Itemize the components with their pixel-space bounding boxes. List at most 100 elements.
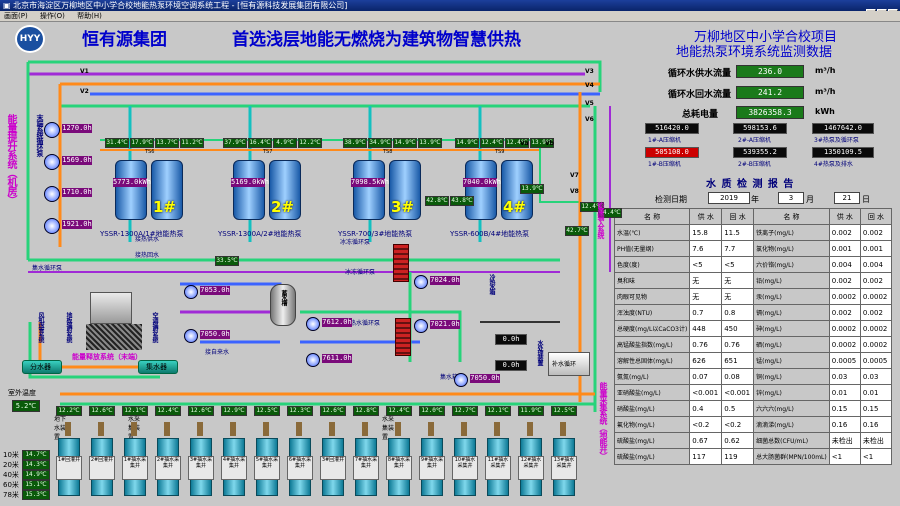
table-cell: 0.002: [828, 272, 861, 289]
well-valve-icon[interactable]: [98, 422, 104, 436]
well-label: 8#抽水采集井: [386, 456, 412, 480]
unit-4-runtime: 7040.0kWh: [463, 178, 501, 187]
well-label: 1#回灌井: [56, 456, 82, 480]
power-value: 3826358.3: [736, 106, 804, 119]
table-cell: 硫酸盐(mg/L): [613, 448, 691, 465]
temp-readout: 14.4℃: [598, 208, 622, 218]
table-cell: <1: [828, 448, 861, 465]
well-temp: 12.2℃: [56, 406, 82, 416]
separator-tank: [22, 360, 62, 374]
ambient-label: 室外温度: [8, 389, 36, 397]
valve-v3-icon[interactable]: V3: [585, 68, 594, 75]
report-year-unit: 年: [751, 195, 759, 204]
menu-item-operate[interactable]: 操作(O): [39, 12, 65, 20]
valve-v2-icon[interactable]: V2: [80, 88, 89, 95]
temp-readout: 33.5℃: [215, 256, 239, 266]
report-title: 水 质 检 测 报 告: [706, 179, 795, 190]
unit-2-valve-tag: TS7: [263, 149, 273, 155]
circulation-pump-icon[interactable]: [44, 218, 60, 234]
well-label: 1#抽水采集井: [122, 456, 148, 480]
pipe-floor-green: [28, 322, 160, 379]
circulation-pump-icon[interactable]: [414, 275, 428, 289]
circulation-pump-icon[interactable]: [44, 154, 60, 170]
ambient-temp: 5.2℃: [12, 400, 40, 412]
meter-1b-label: 1#-B压缩机: [648, 161, 681, 168]
valve-v8-icon[interactable]: V8: [570, 188, 579, 195]
pump-runtime: 1569.0h: [62, 156, 92, 165]
col-header: 回 水: [721, 208, 755, 225]
well-valve-icon[interactable]: [461, 422, 467, 436]
well-label: 12#抽水采集井: [518, 456, 544, 480]
col-header: 回 水: [859, 208, 893, 225]
table-cell: 氨氮(mg/L): [613, 368, 691, 385]
table-cell: 高锰酸盐指数(mg/L): [613, 336, 691, 353]
collect-tank-label: 集水箱: [440, 374, 459, 381]
well-valve-icon[interactable]: [164, 422, 170, 436]
valve-va-icon[interactable]: Va: [520, 140, 529, 147]
menu-item-help[interactable]: 帮助(H): [77, 12, 102, 20]
valve-v4-icon[interactable]: V4: [585, 82, 594, 89]
well-valve-icon[interactable]: [527, 422, 533, 436]
circulation-pump-icon[interactable]: [306, 353, 320, 367]
pump-runtime: 1921.0h: [62, 220, 92, 229]
table-cell: 汞(mg/L): [753, 288, 830, 305]
table-cell: <0.001: [721, 384, 755, 401]
well-valve-icon[interactable]: [395, 422, 401, 436]
table-cell: 0.0002: [828, 288, 861, 305]
well-label: 5#抽水采集井: [254, 456, 280, 480]
circulation-pump-icon[interactable]: [306, 317, 320, 331]
well-valve-icon[interactable]: [362, 422, 368, 436]
well-temp: 12.0℃: [419, 406, 445, 416]
meter-3-value: 1467642.0: [812, 123, 874, 134]
valve-vb-icon[interactable]: Vb: [545, 140, 554, 147]
circulation-pump-icon[interactable]: [184, 329, 198, 343]
circulation-pump-icon[interactable]: [44, 122, 60, 138]
well-valve-icon[interactable]: [197, 422, 203, 436]
table-cell: 铁离子(mg/L): [753, 224, 830, 241]
table-cell: 626: [689, 352, 723, 369]
well-valve-icon[interactable]: [494, 422, 500, 436]
table-cell: 7.6: [689, 240, 723, 257]
unit-4-name: YSSR-600B/4#地能热泵: [450, 230, 530, 238]
table-cell: 0.0002: [859, 320, 893, 337]
circulation-pump-icon[interactable]: [414, 319, 428, 333]
storage-tank-label: 蓄水槽: [280, 290, 287, 305]
circulation-pump-icon[interactable]: [184, 285, 198, 299]
circulation-pump-icon[interactable]: [454, 373, 468, 387]
well-temp: 12.1℃: [485, 406, 511, 416]
heat-exchanger1-label: 冰冻循环泵: [340, 239, 371, 246]
menu-item-screen[interactable]: 画面(P): [4, 12, 28, 20]
report-year: 2019: [708, 192, 750, 204]
unit-1-runtime: 5773.0kWh: [113, 178, 151, 187]
meter-2b-label: 2#-B压缩机: [738, 161, 771, 168]
well-valve-icon[interactable]: [428, 422, 434, 436]
temp-readout: 12.4℃: [580, 202, 604, 212]
temp-readout: 13.9℃: [520, 184, 544, 194]
circulation-pump-icon[interactable]: [44, 186, 60, 202]
well-valve-icon[interactable]: [65, 422, 71, 436]
well-valve-icon[interactable]: [329, 422, 335, 436]
well-valve-icon[interactable]: [263, 422, 269, 436]
well-valve-icon[interactable]: [296, 422, 302, 436]
unit-1-temp-3: 13.7℃: [155, 138, 179, 148]
table-cell: 0.0005: [859, 352, 893, 369]
well-valve-icon[interactable]: [560, 422, 566, 436]
col-header: 供 水: [828, 208, 861, 225]
well-valve-icon[interactable]: [230, 422, 236, 436]
table-cell: 镉(mg/L): [753, 304, 830, 321]
well-valve-icon[interactable]: [131, 422, 137, 436]
unit-4-compressor-a: [465, 160, 497, 220]
well-temp: 12.6℃: [320, 406, 346, 416]
valve-v7-icon[interactable]: V7: [570, 172, 579, 179]
meter-2a-label: 2#-A压缩机: [738, 137, 771, 144]
valve-v6-icon[interactable]: V6: [585, 116, 594, 123]
valve-v5-icon[interactable]: V5: [585, 100, 594, 107]
valve-v1-icon[interactable]: V1: [80, 68, 89, 75]
